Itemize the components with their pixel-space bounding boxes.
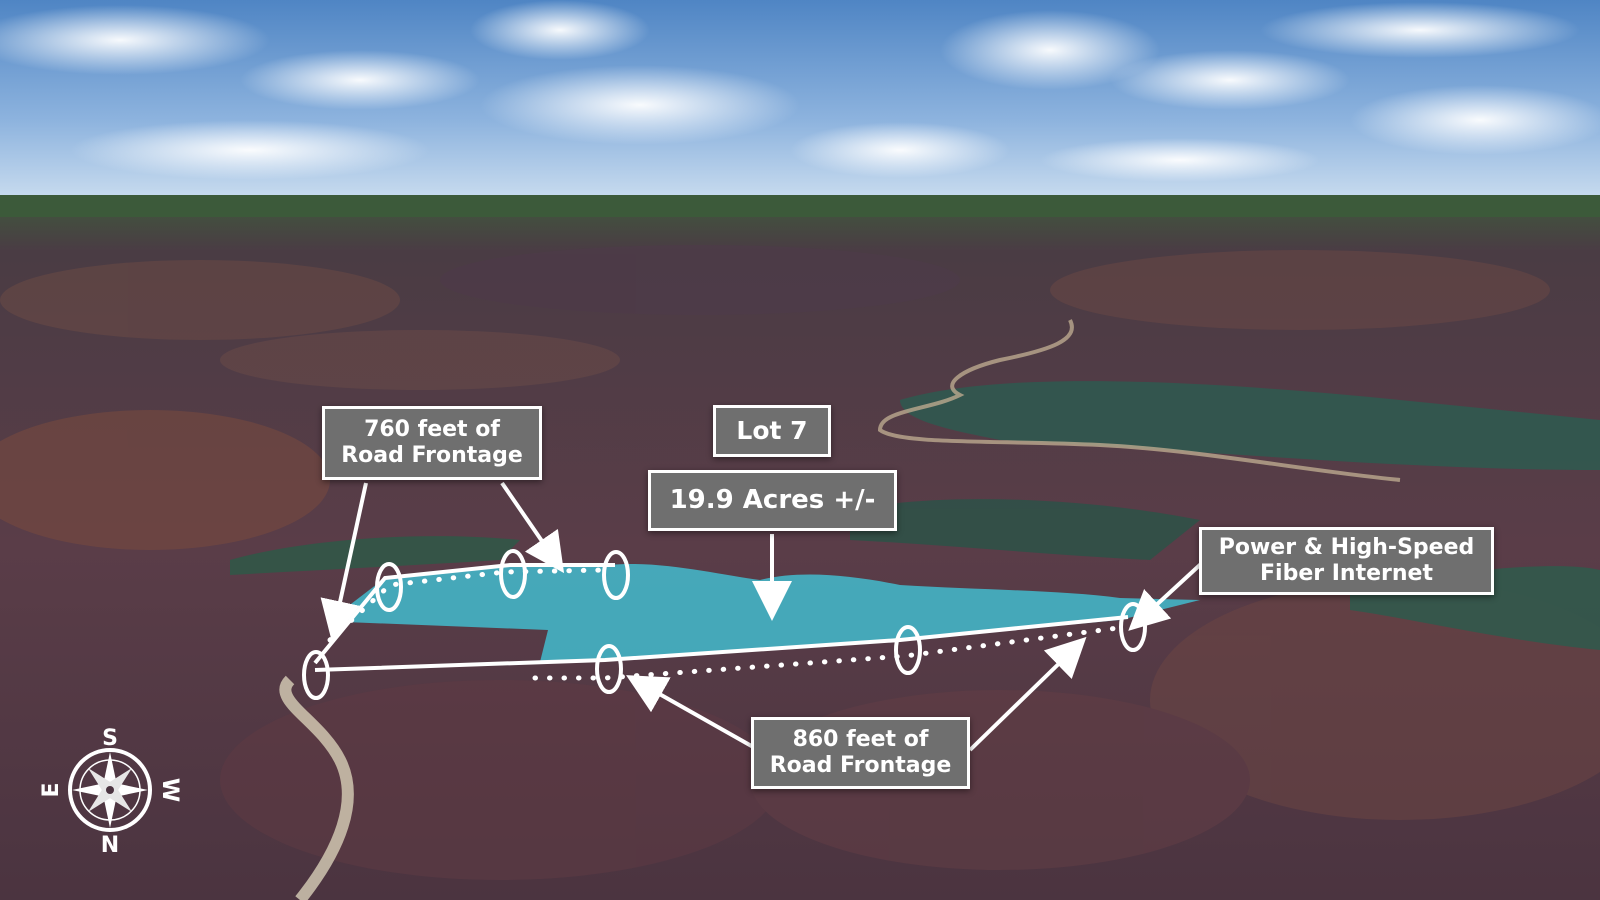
terrain-texture [0, 245, 1600, 880]
utilities-label: Power & High-Speed Fiber Internet [1199, 527, 1494, 595]
acreage-label: 19.9 Acres +/- [648, 470, 897, 531]
utilities-line-2: Fiber Internet [1260, 561, 1433, 586]
road-frontage-south-line-2: Road Frontage [769, 753, 952, 778]
road-frontage-north-line-1: 760 feet of [364, 416, 500, 442]
lot-name-label: Lot 7 [713, 405, 831, 457]
compass-label-right: W [157, 778, 182, 802]
acreage: 19.9 Acres +/- [669, 484, 876, 515]
road-frontage-north-line-2: Road Frontage [341, 443, 523, 468]
roads [279, 319, 1401, 900]
compass [68, 748, 152, 832]
road-frontage-south-label: 860 feet of Road Frontage [751, 717, 970, 789]
compass-label-left: E [39, 782, 64, 797]
clouds [0, 0, 1600, 182]
lot-name: Lot 7 [736, 416, 808, 445]
road-frontage-north-label: 760 feet of Road Frontage [322, 406, 542, 480]
utilities-line-1: Power & High-Speed [1218, 534, 1475, 560]
horizon-band [0, 195, 1600, 217]
compass-label-bottom: N [101, 833, 119, 858]
road-frontage-south-line-1: 860 feet of [792, 726, 929, 752]
leader-arrows [320, 481, 1204, 752]
compass-label-top: S [102, 726, 118, 751]
